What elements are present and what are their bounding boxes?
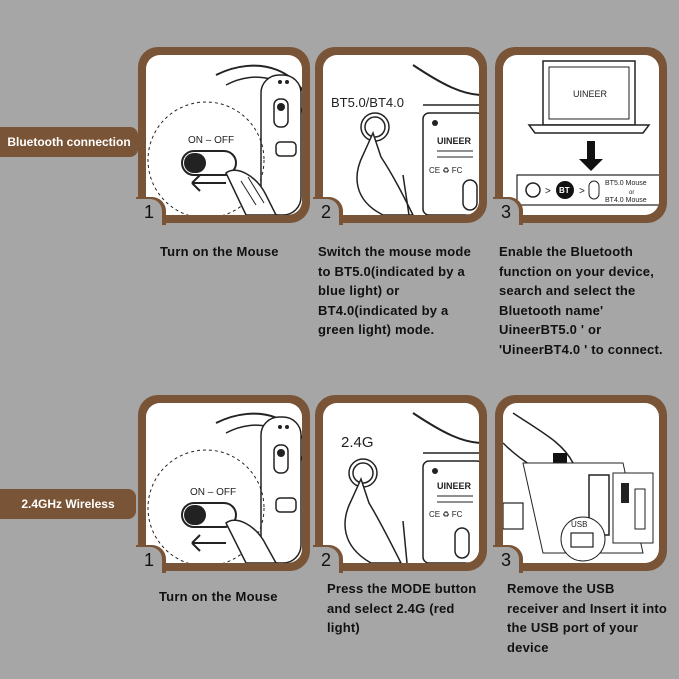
svg-text:CE ♻ FC: CE ♻ FC (429, 510, 463, 519)
step-number: 2 (313, 547, 339, 573)
or-label: or (629, 190, 634, 196)
bluetooth-pairing-illustration: UINEER > BT > BT5.0 Mouse or BT4.0 Mouse (516, 60, 659, 206)
device-brand-text: UINEER (437, 481, 472, 491)
switch-on-off-label: ON – OFF (190, 487, 236, 498)
wireless-mode-label: 2.4G (341, 434, 374, 451)
svg-text:>: > (545, 186, 551, 197)
bt-badge-text: BT (559, 186, 570, 195)
mode-button-illustration: UINEER CE ♻ FC 2.4G (341, 412, 479, 563)
mouse-icon (588, 180, 600, 200)
bt5-mouse-option: BT5.0 Mouse (605, 180, 647, 187)
wl-step-3-panel: USB 3 (493, 395, 667, 573)
switch-on-off-label: ON – OFF (188, 135, 234, 146)
step-number: 3 (493, 199, 519, 225)
bt-step-3-panel: UINEER > BT > BT5.0 Mouse or BT4.0 Mouse… (493, 47, 667, 225)
step-number: 1 (136, 199, 162, 225)
bluetooth-label-text: Bluetooth connection (7, 135, 131, 149)
bt-mode-label: BT5.0/BT4.0 (331, 95, 404, 110)
step-number: 1 (136, 547, 162, 573)
wl-step-1-panel: ON – OFF 1 (136, 395, 310, 573)
mouse-switch-illustration: ON – OFF (147, 412, 302, 563)
usb-port-label: USB (571, 520, 587, 529)
bt-step-2-panel: UINEER CE ♻ FC BT5.0/BT4.0 2 (313, 47, 487, 225)
bt-step-1-caption: Turn on the Mouse (160, 244, 279, 259)
step-number: 3 (493, 547, 519, 573)
bt4-mouse-option: BT4.0 Mouse (605, 197, 647, 204)
gear-icon (525, 182, 541, 198)
mouse-switch-illustration: ON – OFF (147, 64, 302, 215)
bluetooth-icon (556, 181, 574, 199)
wireless-label: 2.4GHz Wireless (0, 489, 136, 519)
bluetooth-connection-label: Bluetooth connection (0, 127, 138, 157)
bt-step-2-caption: Switch the mouse mode to BT5.0(indicated… (318, 244, 472, 337)
laptop-screen-label: UINEER (573, 89, 608, 99)
bt-step-3-caption: Enable the Bluetooth function on your de… (499, 244, 663, 357)
wl-step-3-caption: Remove the USB receiver and Insert it in… (507, 581, 668, 655)
wl-step-1-caption: Turn on the Mouse (159, 589, 278, 604)
wireless-label-text: 2.4GHz Wireless (21, 497, 115, 511)
mode-button-illustration: UINEER CE ♻ FC BT5.0/BT4.0 (331, 64, 479, 215)
svg-text:>: > (579, 186, 585, 197)
wl-step-2-panel: UINEER CE ♻ FC 2.4G 2 (313, 395, 487, 573)
device-brand-text: UINEER (437, 136, 472, 146)
bt-step-1-panel: ON – OFF 1 (136, 47, 310, 225)
wl-step-2-caption: Press the MODE button and select 2.4G (r… (327, 581, 477, 635)
usb-receiver-illustration: USB (503, 412, 654, 562)
svg-text:CE ♻ FC: CE ♻ FC (429, 166, 463, 175)
step-number: 2 (313, 199, 339, 225)
